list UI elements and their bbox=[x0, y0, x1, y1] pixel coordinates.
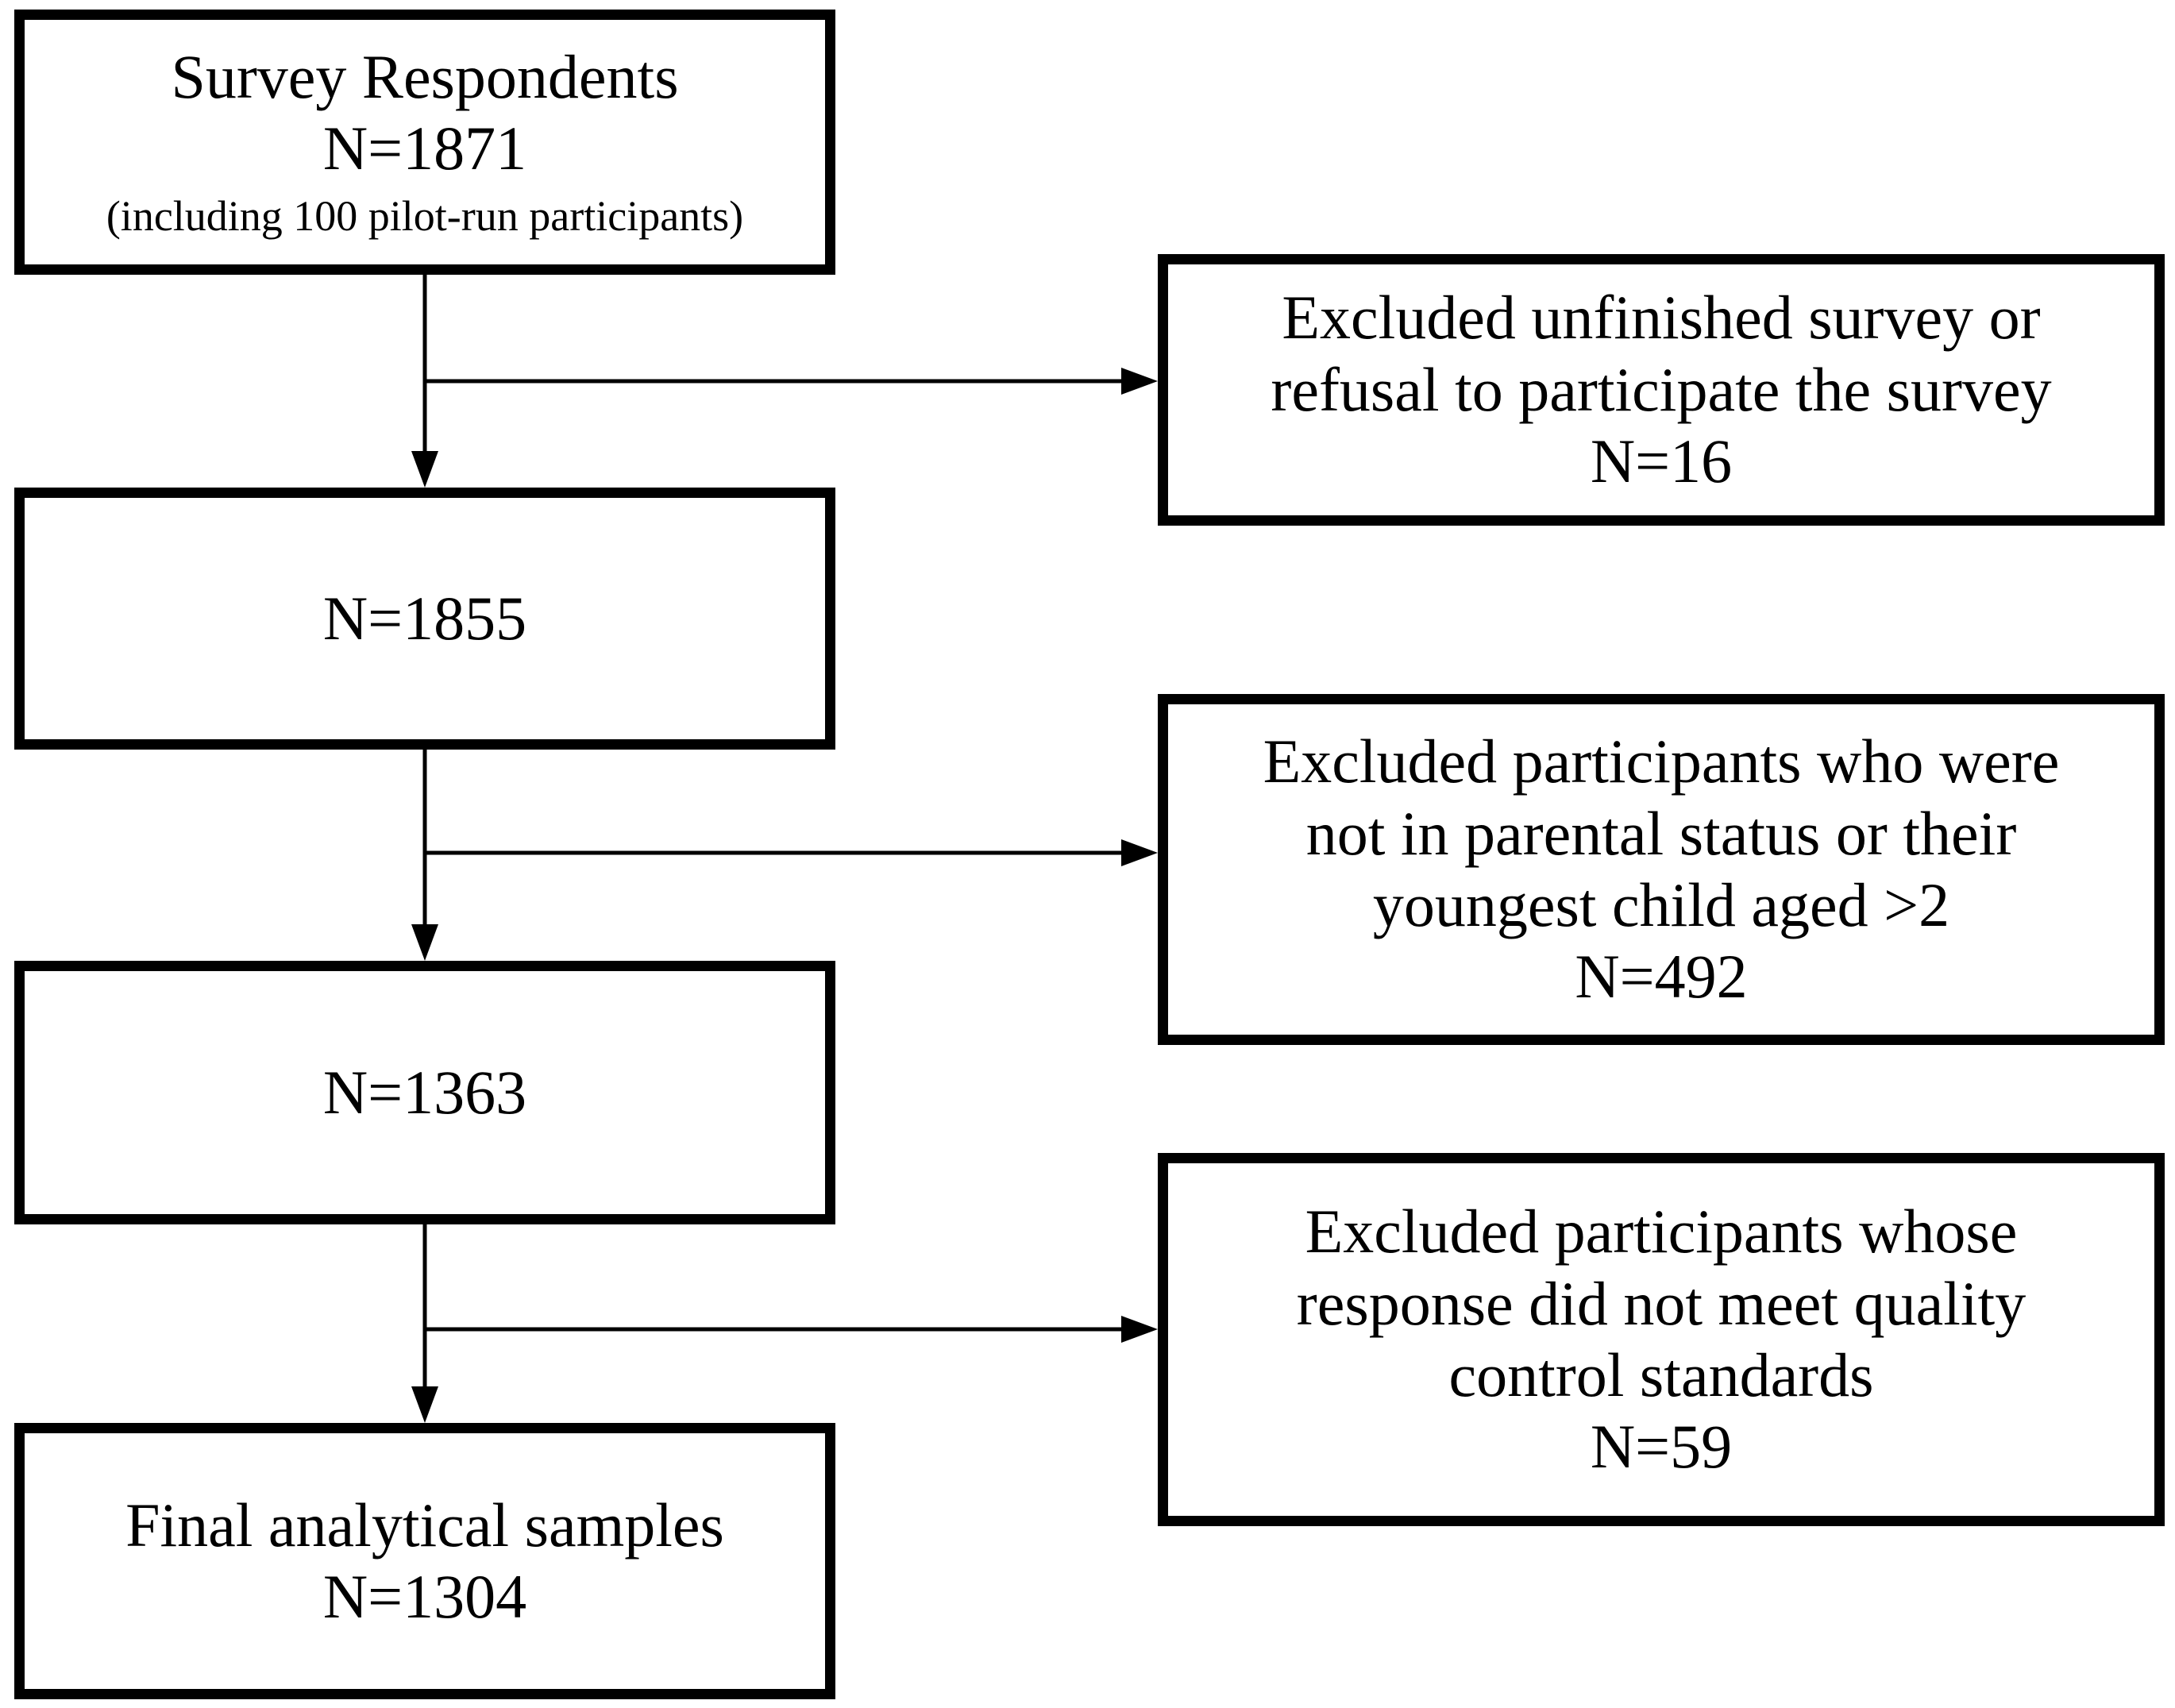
final-title: Final analytical samples bbox=[125, 1490, 724, 1560]
step3-count: N=1363 bbox=[322, 1057, 527, 1127]
survey-title: Survey Respondents bbox=[171, 41, 679, 111]
excluded2-line3: youngest child aged >2 bbox=[1372, 870, 1950, 939]
excluded1-line2: refusal to participate the survey bbox=[1271, 354, 2052, 424]
excluded2-line1: Excluded participants who were bbox=[1263, 727, 2060, 796]
arrowhead-right-excluded1 bbox=[1121, 368, 1158, 395]
excluded3-count: N=59 bbox=[1590, 1412, 1733, 1482]
box-after-exclusion-2: N=1363 bbox=[14, 961, 835, 1224]
final-count: N=1304 bbox=[322, 1562, 527, 1631]
box-after-exclusion-1: N=1855 bbox=[14, 488, 835, 750]
excluded3-line2: response did not meet quality bbox=[1296, 1268, 2027, 1338]
excluded1-count: N=16 bbox=[1590, 426, 1733, 496]
excluded3-line1: Excluded participants whose bbox=[1305, 1197, 2018, 1267]
excluded1-line1: Excluded unfinished survey or bbox=[1282, 283, 2041, 353]
arrowhead-down-step2 bbox=[411, 451, 438, 488]
arrowhead-right-excluded2 bbox=[1121, 839, 1158, 866]
survey-count: N=1871 bbox=[322, 114, 527, 183]
excluded2-count: N=492 bbox=[1575, 942, 1748, 1012]
arrowhead-right-excluded3 bbox=[1121, 1316, 1158, 1343]
box-excluded-parental-status: Excluded participants who were not in pa… bbox=[1158, 694, 2165, 1045]
box-excluded-quality-control: Excluded participants whose response did… bbox=[1158, 1153, 2165, 1526]
step2-count: N=1855 bbox=[322, 583, 527, 653]
arrowhead-down-final bbox=[411, 1386, 438, 1423]
box-final-samples: Final analytical samples N=1304 bbox=[14, 1423, 835, 1699]
box-excluded-unfinished: Excluded unfinished survey or refusal to… bbox=[1158, 254, 2165, 526]
arrowhead-down-step3 bbox=[411, 924, 438, 961]
survey-note: (including 100 pilot-run participants) bbox=[106, 191, 744, 240]
excluded3-line3: control standards bbox=[1448, 1340, 1874, 1409]
box-survey-respondents: Survey Respondents N=1871 (including 100… bbox=[14, 10, 835, 275]
excluded2-line2: not in parental status or their bbox=[1305, 798, 2017, 868]
